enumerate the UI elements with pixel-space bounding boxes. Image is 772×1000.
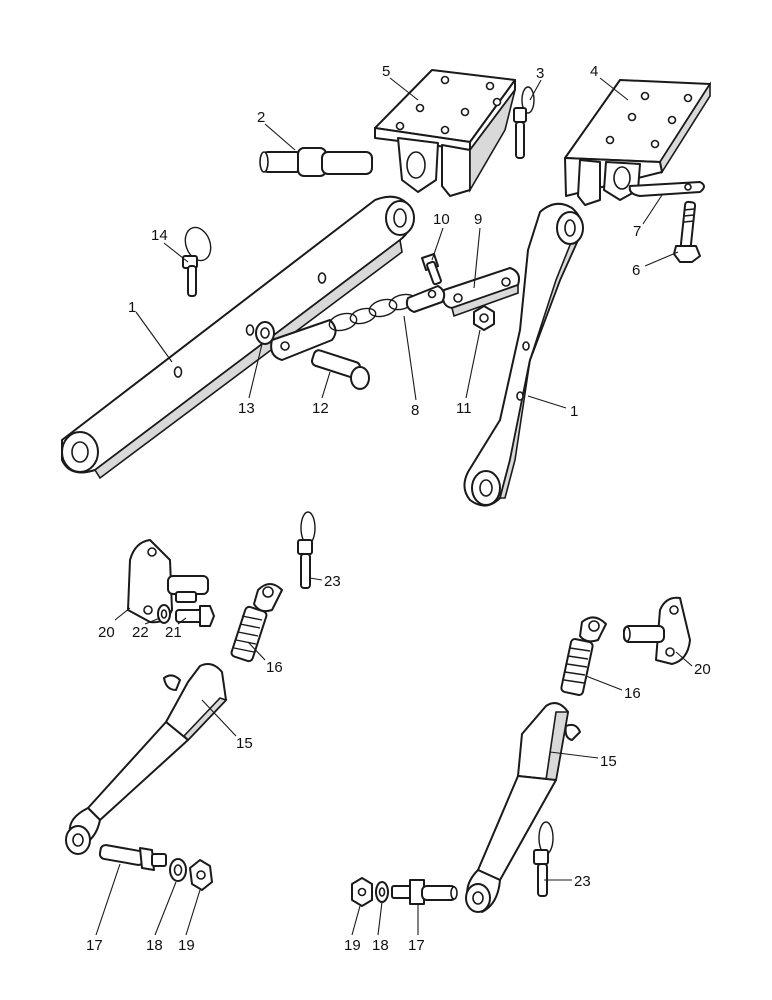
callout-14: 14: [151, 227, 168, 244]
nut-19-left: [189, 859, 213, 891]
callout-23-lower: 23: [574, 873, 591, 890]
threaded-eye-16-right: [560, 616, 607, 696]
callout-20-left: 20: [98, 624, 115, 641]
callout-22: 22: [132, 624, 149, 641]
nut-19-right: [351, 877, 373, 907]
nut-11: [473, 305, 495, 331]
callout-12: 12: [312, 400, 329, 417]
check-chain-8: [270, 285, 446, 361]
callout-7: 7: [633, 223, 641, 240]
lower-link-arm-right: [463, 202, 584, 507]
washer-18-right: [375, 881, 389, 903]
mounting-bracket-20-left: [127, 539, 209, 624]
linch-pin-14: [182, 226, 212, 297]
mounting-bracket-20-right: [623, 596, 691, 665]
callout-6: 6: [632, 262, 640, 279]
callout-15-left: 15: [236, 735, 253, 752]
callout-19-left: 19: [178, 937, 195, 954]
linch-pin-23-lower: [533, 821, 554, 897]
callout-16-left: 16: [266, 659, 283, 676]
callout-19-right: 19: [344, 937, 361, 954]
check-strap-7: [628, 181, 705, 197]
callout-1-left: 1: [128, 299, 136, 316]
bolt-10: [421, 253, 442, 286]
callout-21: 21: [165, 624, 182, 641]
pin-17-right: [391, 879, 458, 905]
callout-18-right: 18: [372, 937, 389, 954]
callout-3: 3: [536, 65, 544, 82]
lower-link-arm-left: [61, 195, 415, 480]
pin-2: [259, 147, 373, 177]
bolt-6: [673, 200, 701, 263]
callout-2: 2: [257, 109, 265, 126]
washer-18-left: [169, 858, 187, 882]
callout-11: 11: [456, 400, 472, 417]
threaded-eye-16-left: [230, 583, 283, 663]
callout-10: 10: [433, 211, 450, 228]
pin-17-left: [98, 844, 167, 871]
callout-18-left: 18: [146, 937, 163, 954]
callout-17-right: 17: [408, 937, 425, 954]
callout-15-right: 15: [600, 753, 617, 770]
linch-pin-3: [513, 86, 535, 159]
bolt-21: [175, 605, 215, 627]
callout-1-right: 1: [570, 403, 578, 420]
callout-13: 13: [238, 400, 255, 417]
leader-lines: [95, 77, 693, 936]
callout-8: 8: [411, 402, 419, 419]
callout-20-right: 20: [694, 661, 711, 678]
washer-13: [255, 321, 275, 345]
callout-labels: 5 3 4 2 7 6 14 10 9 1 13 12 8 11 1 23 20…: [86, 63, 711, 954]
linch-pin-23-upper: [297, 511, 316, 589]
callout-17-left: 17: [86, 937, 103, 954]
callout-4: 4: [590, 63, 598, 80]
stabiliser-15-right: [465, 702, 581, 913]
callout-16-right: 16: [624, 685, 641, 702]
callout-23-upper: 23: [324, 573, 341, 590]
stabiliser-15-left: [65, 663, 228, 855]
callout-5: 5: [382, 63, 390, 80]
spring-washer-22: [157, 604, 171, 624]
pin-12: [311, 349, 370, 390]
callout-9: 9: [474, 211, 482, 228]
top-link-bracket-left: [374, 69, 516, 197]
